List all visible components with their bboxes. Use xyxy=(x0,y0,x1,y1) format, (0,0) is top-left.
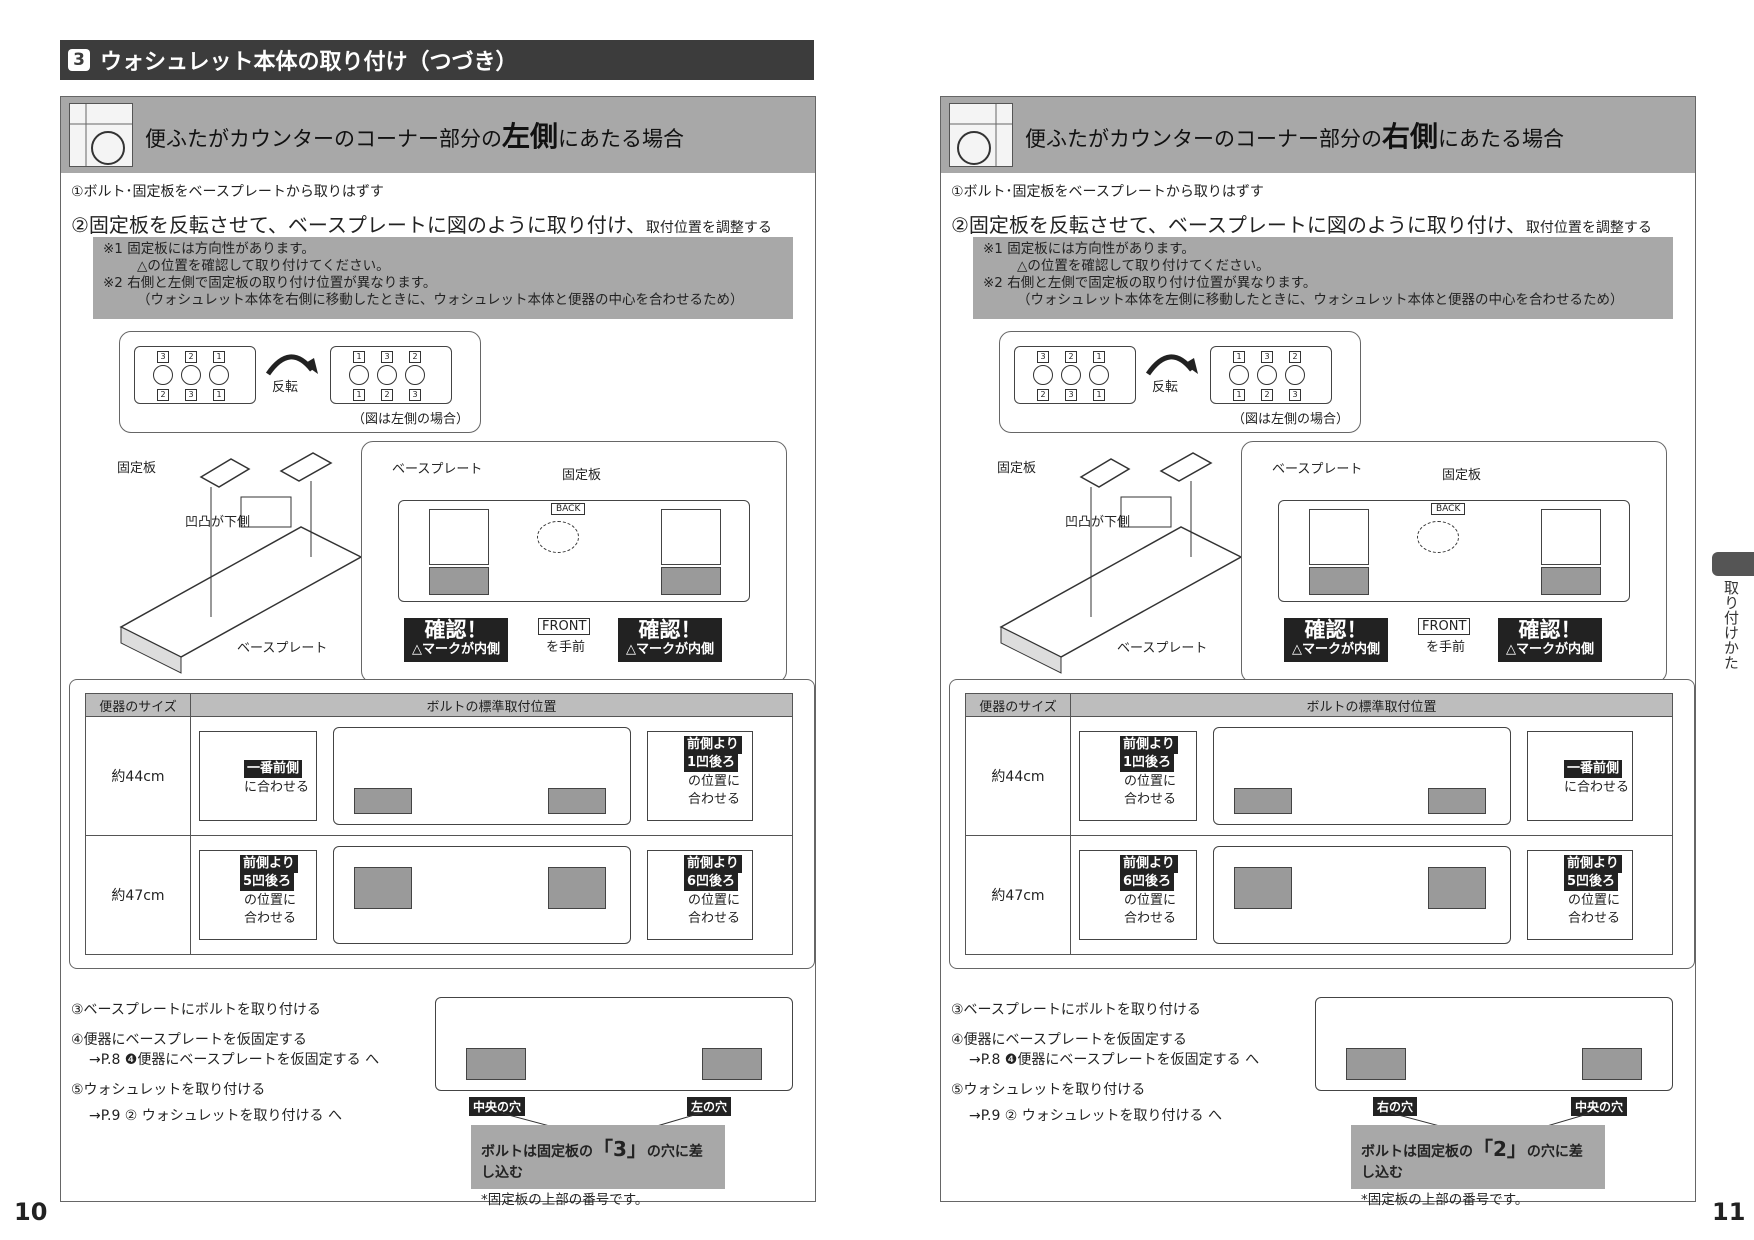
section-title: ウォシュレット本体の取り付け（つづき） xyxy=(100,50,518,75)
back-label: BACK xyxy=(1431,503,1466,515)
fixed-plate-label-2: 固定板 xyxy=(562,468,602,483)
right-bottom-plate xyxy=(1315,997,1673,1091)
left-panel: 便ふたがカウンターのコーナー部分の左側にあたる場合 ①ボルト･固定板をベースプレ… xyxy=(60,96,816,1208)
front-forward-label: を手前 xyxy=(546,640,586,655)
right-bolt-info: ボルトは固定板の「2」の穴に差し込む *固定板の上部の番号です。 xyxy=(1351,1125,1605,1208)
flip-arrow-icon xyxy=(265,354,318,376)
confirm-badge-left: 確認！△マークが内側 xyxy=(404,618,508,662)
front-label: FRONT xyxy=(538,618,591,635)
hole-tag-right: 右の穴 xyxy=(1373,1097,1418,1116)
row1-size: 約44cm xyxy=(965,716,1071,836)
row2-plate xyxy=(1213,846,1511,944)
corner-thumbnail-icon xyxy=(69,103,133,167)
hole-tag-left: 左の穴 xyxy=(687,1097,732,1116)
chapter-tab-label: 取り付けかた xyxy=(1722,580,1740,670)
right-step4-ref[interactable]: →P.8 ❹便器にベースプレートを仮固定する へ xyxy=(969,1052,1260,1068)
left-detail-callout: ベースプレート 固定板 BACK 確認！△マークが内側 FRONT を手前 確認… xyxy=(361,441,787,683)
right-size-table: 便器のサイズ ボルトの標準取付位置 約44cm 前側より 1凹後ろ の位置に 合… xyxy=(965,693,1673,955)
hole-tag-center: 中央の穴 xyxy=(469,1097,526,1116)
base-plate-label-2: ベースプレート xyxy=(392,462,483,477)
row2-size: 約47cm xyxy=(965,835,1071,955)
row1-right-inset: 一番前側 に合わせる xyxy=(1527,731,1633,821)
row1-plate xyxy=(333,727,631,825)
base-plate-exploded-illustration xyxy=(119,452,363,674)
front-label: FRONT xyxy=(1418,618,1471,635)
base-plate-label: ベースプレート xyxy=(1117,641,1208,656)
left-size-table: 便器のサイズ ボルトの標準取付位置 約44cm 一番前側 に合わせる 前側より … xyxy=(85,693,793,955)
row2-right-inset: 前側より 6凹後ろ の位置に 合わせる xyxy=(647,850,753,940)
left-step2: ②固定板を反転させて、ベースプレートに図のように取り付け、取付位置を調整する xyxy=(71,213,772,237)
fixed-plate-label: 固定板 xyxy=(117,461,157,476)
left-bottom-plate xyxy=(435,997,793,1091)
right-step5-ref[interactable]: →P.9 ② ウォシュレットを取り付ける へ xyxy=(969,1108,1222,1124)
left-step5-ref[interactable]: →P.9 ② ウォシュレットを取り付ける へ xyxy=(89,1108,342,1124)
right-case-header: 便ふたがカウンターのコーナー部分の右側にあたる場合 xyxy=(941,97,1695,173)
base-plate-diagram: BACK xyxy=(1278,500,1630,602)
confirm-badge-right: 確認！△マークが内側 xyxy=(1498,618,1602,662)
row1-size: 約44cm xyxy=(85,716,191,836)
right-panel: 便ふたがカウンターのコーナー部分の右側にあたる場合 ①ボルト･固定板をベースプレ… xyxy=(940,96,1696,1208)
left-step3: ③ベースプレートにボルトを取り付ける xyxy=(71,1002,321,1018)
fixed-plate-label-2: 固定板 xyxy=(1442,468,1482,483)
right-step2: ②固定板を反転させて、ベースプレートに図のように取り付け、取付位置を調整する xyxy=(951,213,1652,237)
row2-left-inset: 前側より 6凹後ろ の位置に 合わせる xyxy=(1079,850,1197,940)
corner-thumbnail-icon xyxy=(949,103,1013,167)
right-step1: ①ボルト･固定板をベースプレートから取りはずす xyxy=(951,184,1264,200)
right-notes: ※1 固定板には方向性があります。 △の位置を確認して取り付けてください。 ※2… xyxy=(973,237,1673,319)
section-header: 3 ウォシュレット本体の取り付け（つづき） xyxy=(60,40,814,80)
bump-down-label: 凹凸が下側 xyxy=(185,515,251,530)
flip-label: 反転 xyxy=(272,380,299,395)
row1-right-inset: 前側より 1凹後ろ の位置に 合わせる xyxy=(647,731,753,821)
base-plate-label: ベースプレート xyxy=(237,641,328,656)
row2-plate xyxy=(333,846,631,944)
fixed-plate-label: 固定板 xyxy=(997,461,1037,476)
back-label: BACK xyxy=(551,503,586,515)
right-step3: ③ベースプレートにボルトを取り付ける xyxy=(951,1002,1201,1018)
left-step4: ④便器にベースプレートを仮固定する xyxy=(71,1032,307,1048)
flip-label: 反転 xyxy=(1152,380,1179,395)
th-size: 便器のサイズ xyxy=(85,693,191,717)
right-step5: ⑤ウォシュレットを取り付ける xyxy=(951,1082,1146,1098)
right-case-title: 便ふたがカウンターのコーナー部分の右側にあたる場合 xyxy=(1025,120,1565,153)
page-number-right: 11 xyxy=(1712,1198,1746,1226)
row1-left-inset: 一番前側 に合わせる xyxy=(199,731,317,821)
right-step4: ④便器にベースプレートを仮固定する xyxy=(951,1032,1187,1048)
left-step5: ⑤ウォシュレットを取り付ける xyxy=(71,1082,266,1098)
row2-right-inset: 前側より 5凹後ろ の位置に 合わせる xyxy=(1527,850,1633,940)
base-plate-label-2: ベースプレート xyxy=(1272,462,1363,477)
chapter-tab[interactable] xyxy=(1712,552,1754,576)
base-plate-diagram: BACK xyxy=(398,500,750,602)
base-plate-exploded-illustration xyxy=(999,452,1243,674)
front-forward-label: を手前 xyxy=(1426,640,1466,655)
row2-left-inset: 前側より 5凹後ろ の位置に 合わせる xyxy=(199,850,317,940)
figure-caption: （図は左側の場合） xyxy=(352,412,470,427)
right-detail-callout: ベースプレート 固定板 BACK 確認！△マークが内側 FRONT を手前 確認… xyxy=(1241,441,1667,683)
page-number-left: 10 xyxy=(14,1198,48,1226)
flip-arrow-icon xyxy=(1145,354,1198,376)
bump-down-label: 凹凸が下側 xyxy=(1065,515,1131,530)
row1-plate xyxy=(1213,727,1511,825)
confirm-badge-left: 確認！△マークが内側 xyxy=(1284,618,1388,662)
row2-size: 約47cm xyxy=(85,835,191,955)
row1-left-inset: 前側より 1凹後ろ の位置に 合わせる xyxy=(1079,731,1197,821)
th-position: ボルトの標準取付位置 xyxy=(190,693,793,717)
left-step4-ref[interactable]: →P.8 ❹便器にベースプレートを仮固定する へ xyxy=(89,1052,380,1068)
section-number: 3 xyxy=(68,49,90,71)
left-bolt-info: ボルトは固定板の「3」の穴に差し込む *固定板の上部の番号です。 xyxy=(471,1125,725,1208)
left-case-header: 便ふたがカウンターのコーナー部分の左側にあたる場合 xyxy=(61,97,815,173)
left-notes: ※1 固定板には方向性があります。 △の位置を確認して取り付けてください。 ※2… xyxy=(93,237,793,319)
left-case-title: 便ふたがカウンターのコーナー部分の左側にあたる場合 xyxy=(145,120,685,153)
left-step1: ①ボルト･固定板をベースプレートから取りはずす xyxy=(71,184,384,200)
th-position: ボルトの標準取付位置 xyxy=(1070,693,1673,717)
confirm-badge-right: 確認！△マークが内側 xyxy=(618,618,722,662)
hole-tag-center: 中央の穴 xyxy=(1571,1097,1628,1116)
figure-caption: （図は左側の場合） xyxy=(1232,412,1350,427)
th-size: 便器のサイズ xyxy=(965,693,1071,717)
